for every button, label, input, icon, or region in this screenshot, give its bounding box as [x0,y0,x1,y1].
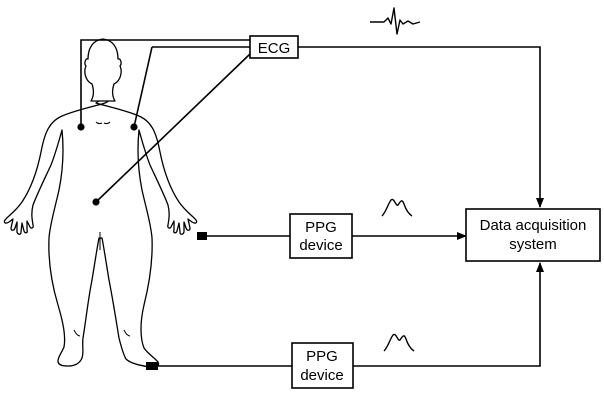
ecg-to-daq-arrow [298,47,540,207]
ppg-bottom-to-daq-arrow [353,263,540,366]
ppg-waveform-icon-top [382,199,412,216]
ppg-waveform-icon-bottom [384,334,414,351]
ecg-label: ECG [258,40,291,57]
ppg-sensor-toe [146,362,158,370]
ppg-top-label-line2: device [299,237,342,254]
daq-label-line1: Data acquisition [480,217,587,234]
ecg-box: ECG [250,36,298,58]
ppg-sensor-finger [197,232,207,240]
ecg-waveform-icon [370,8,420,34]
ppg-top-label-line1: PPG [305,219,337,236]
lead-wire-left [134,47,152,127]
human-body-outline [4,39,196,367]
data-acquisition-box: Data acquisition system [466,209,600,261]
ppg-bottom-label-line2: device [300,367,343,384]
ppg-bottom-label-line1: PPG [306,348,338,365]
ppg-device-top: PPG device [290,214,352,258]
daq-label-line2: system [509,236,557,253]
ppg-device-bottom: PPG device [292,343,353,388]
